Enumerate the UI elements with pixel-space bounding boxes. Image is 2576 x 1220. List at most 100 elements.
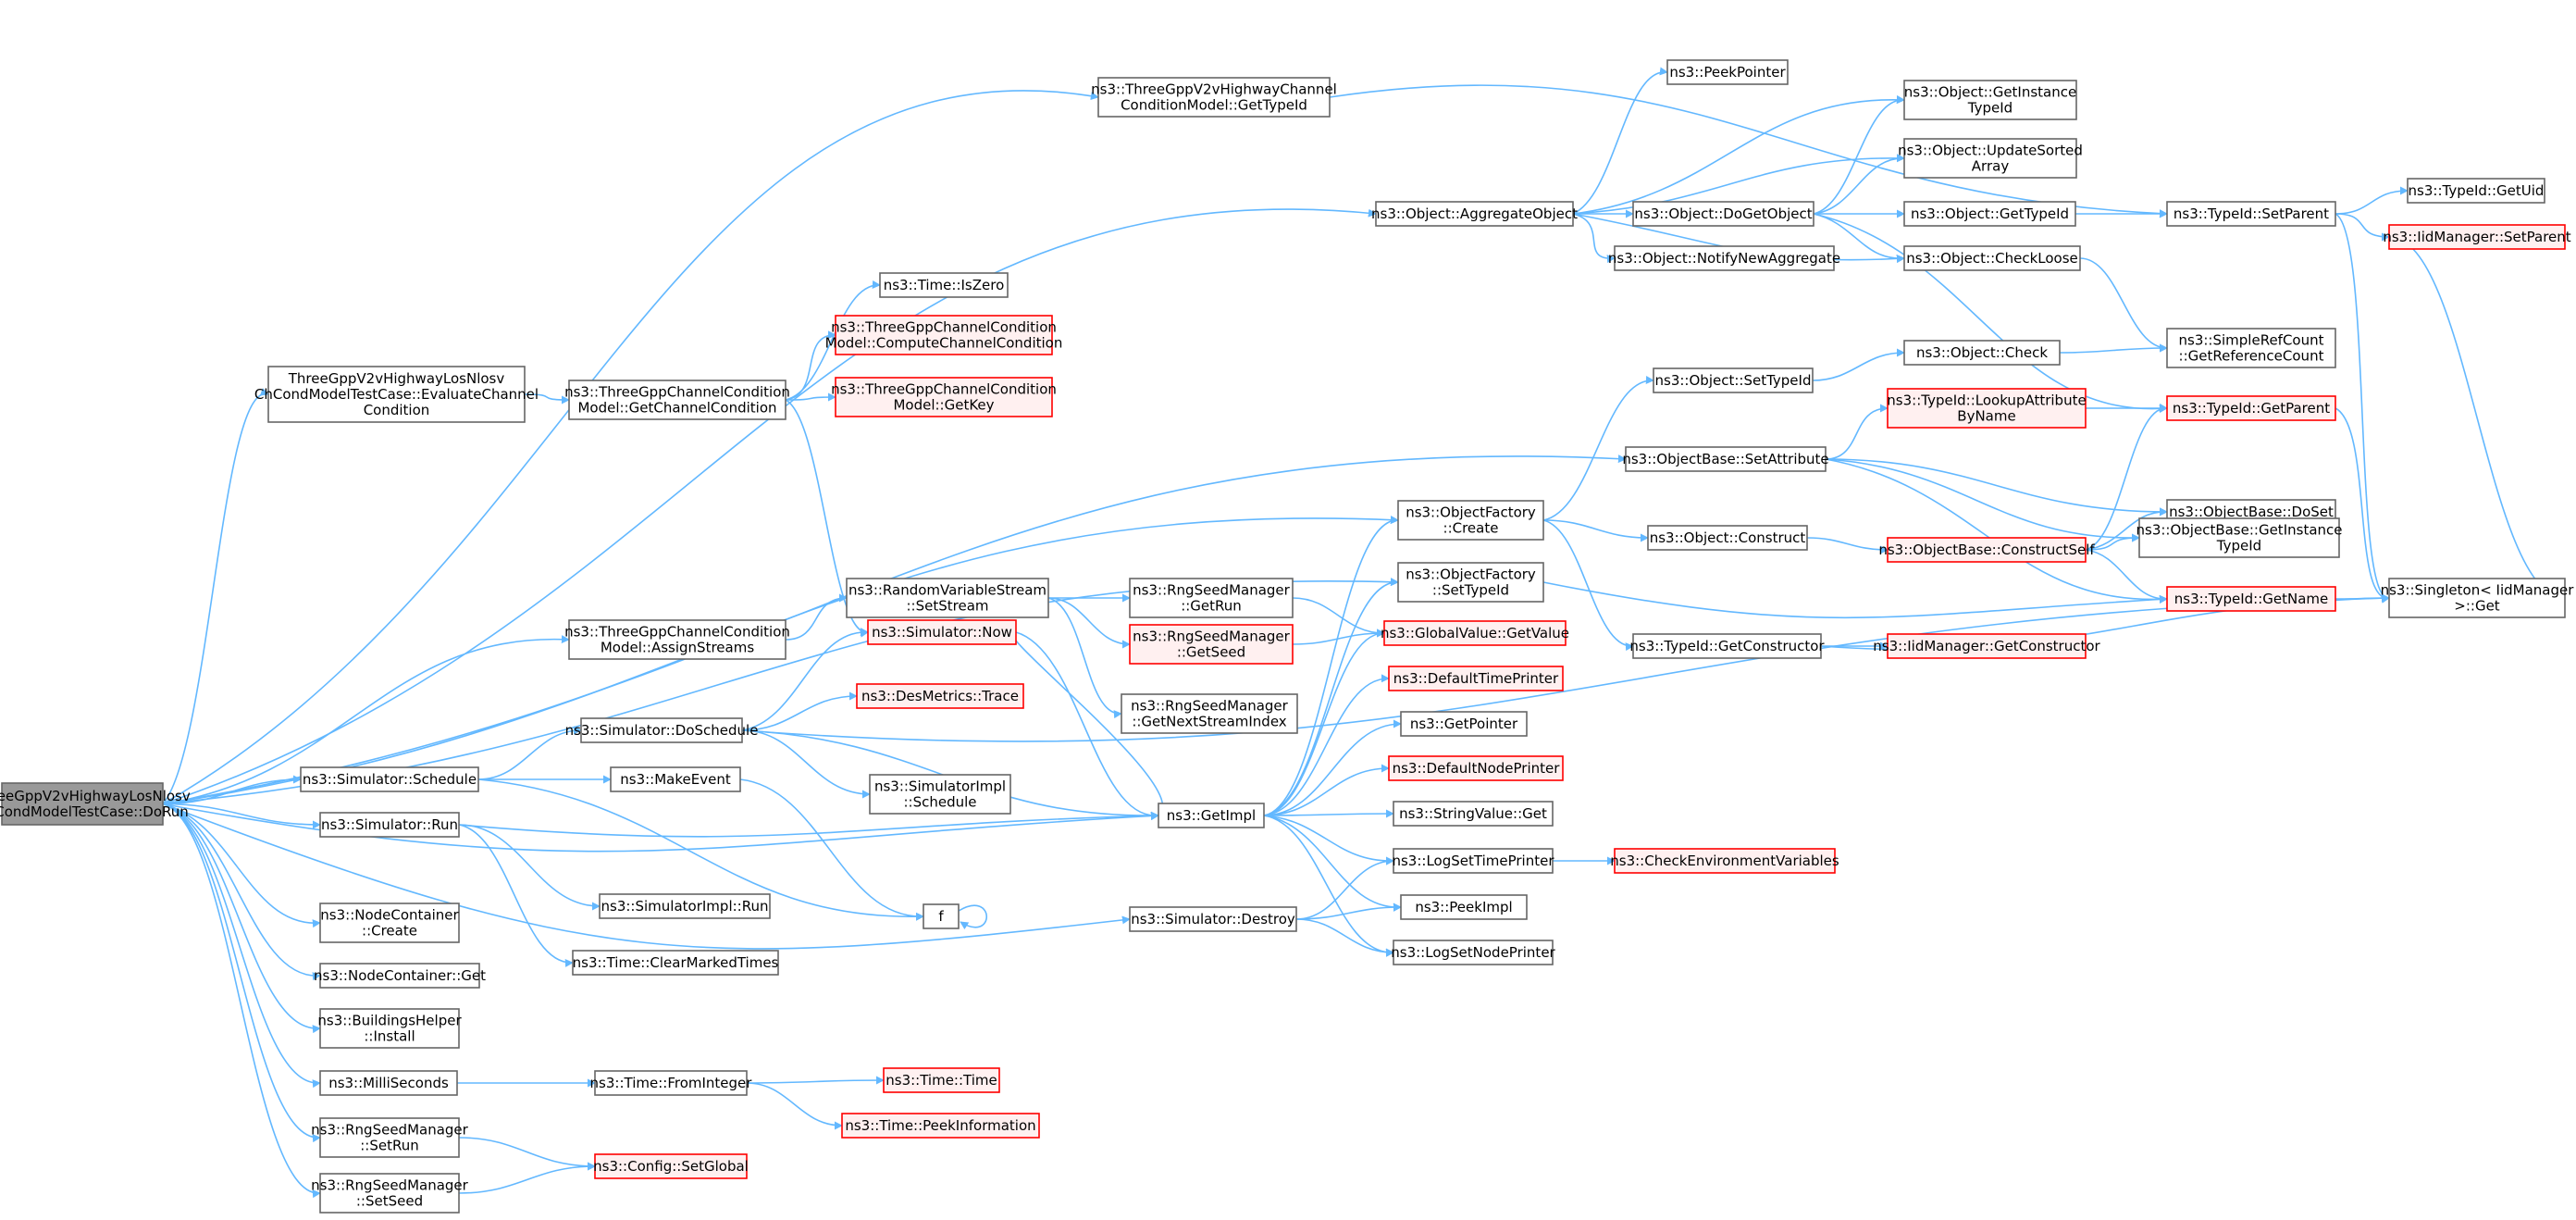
edge-getImpl-to-logSetNodePrinter [1263, 815, 1394, 957]
node-aggregateObject[interactable]: ns3::Object::AggregateObject [1371, 201, 1578, 227]
node-objGetTypeId[interactable]: ns3::Object::GetTypeId [1903, 201, 2076, 227]
node-label-line: ns3::ObjectBase::GetInstance [2136, 522, 2343, 539]
node-computeChannelCondition[interactable]: ns3::ThreeGppChannelConditionModel::Comp… [825, 315, 1063, 355]
node-peekImpl[interactable]: ns3::PeekImpl [1400, 894, 1528, 920]
node-implSchedule[interactable]: ns3::SimulatorImpl::Schedule [869, 774, 1011, 815]
node-box [879, 272, 1009, 298]
node-objSetTypeId[interactable]: ns3::Object::SetTypeId [1653, 367, 1814, 393]
node-makeEvent[interactable]: ns3::MakeEvent [610, 766, 741, 792]
node-doSchedule[interactable]: ns3::Simulator::DoSchedule [565, 717, 759, 743]
node-label-line: ns3::MilliSeconds [328, 1075, 449, 1091]
node-box [1903, 340, 2061, 366]
node-simDestroy[interactable]: ns3::Simulator::Destroy [1129, 906, 1297, 932]
node-label-line: ns3::GlobalValue::GetValue [1381, 625, 1569, 641]
node-peekPointer[interactable]: ns3::PeekPointer [1666, 59, 1789, 85]
node-getUid[interactable]: ns3::TypeId::GetUid [2407, 178, 2545, 204]
node-simNow[interactable]: ns3::Simulator::Now [867, 619, 1017, 645]
edge-rngSetRun-to-configSetGlobal [458, 1137, 596, 1171]
node-defaultNodePrinter[interactable]: ns3::DefaultNodePrinter [1388, 755, 1564, 781]
node-buildingsInstall[interactable]: ns3::BuildingsHelper::Install [317, 1008, 462, 1049]
node-f[interactable]: f [923, 903, 960, 929]
node-label-line: ns3::ThreeGppChannelCondition [564, 624, 790, 641]
node-simRun[interactable]: ns3::Simulator::Run [319, 812, 460, 838]
node-label-line: ChCondModelTestCase::EvaluateChannel [254, 386, 539, 403]
node-setStream[interactable]: ns3::RandomVariableStream::SetStream [846, 578, 1049, 618]
node-box [1158, 803, 1265, 828]
node-getPointer[interactable]: ns3::GetPointer [1400, 711, 1528, 737]
node-objConstruct[interactable]: ns3::Object::Construct [1647, 525, 1808, 551]
node-box [883, 1067, 1000, 1093]
node-stringValueGet[interactable]: ns3::StringValue::Get [1393, 801, 1554, 827]
node-doGetObject[interactable]: ns3::Object::DoGetObject [1632, 201, 1814, 227]
node-singletonGet[interactable]: ns3::Singleton< IidManager>::Get [2381, 578, 2575, 618]
node-setParent[interactable]: ns3::TypeId::SetParent [2166, 201, 2336, 227]
node-constructSelf[interactable]: ns3::ObjectBase::ConstructSelf [1878, 537, 2095, 563]
node-timeIsZero[interactable]: ns3::Time::IsZero [879, 272, 1009, 298]
node-factoryCreate[interactable]: ns3::ObjectFactory::Create [1397, 500, 1544, 541]
node-getTypeIdHw[interactable]: ns3::ThreeGppV2vHighwayChannelConditionM… [1091, 77, 1337, 118]
node-box [1666, 59, 1789, 85]
edge-doGetObject-to-checkLoose [1813, 213, 1905, 264]
node-schedule[interactable]: ns3::Simulator::Schedule [300, 766, 479, 792]
node-getKey[interactable]: ns3::ThreeGppChannelConditionModel::GetK… [831, 377, 1057, 417]
node-checkLoose[interactable]: ns3::Object::CheckLoose [1903, 245, 2081, 271]
node-label-line: ns3::DefaultNodePrinter [1393, 760, 1561, 777]
node-evaluateChannelCondition[interactable]: ThreeGppV2vHighwayLosNlosvChCondModelTes… [254, 366, 539, 423]
node-getRun[interactable]: ns3::RngSeedManager::GetRun [1129, 578, 1294, 618]
node-desMetricsTrace[interactable]: ns3::DesMetrics::Trace [856, 683, 1024, 709]
node-implRun[interactable]: ns3::SimulatorImpl::Run [599, 893, 771, 919]
node-label-line: ns3::ObjectFactory [1406, 504, 1536, 521]
node-logSetNodePrinter[interactable]: ns3::LogSetNodePrinter [1391, 940, 1556, 965]
node-peekInformation[interactable]: ns3::Time::PeekInformation [841, 1113, 1040, 1139]
node-configSetGlobal[interactable]: ns3::Config::SetGlobal [593, 1153, 749, 1179]
node-getSeed[interactable]: ns3::RngSeedManager::GetSeed [1129, 624, 1294, 665]
node-label-line: ns3::Time::IsZero [884, 277, 1005, 293]
edge-f-to-f [958, 904, 987, 930]
node-box [1614, 848, 1836, 874]
node-logSetTimePrinter[interactable]: ns3::LogSetTimePrinter [1392, 848, 1554, 874]
node-objCheck[interactable]: ns3::Object::Check [1903, 340, 2061, 366]
node-getName[interactable]: ns3::TypeId::GetName [2166, 586, 2336, 612]
node-iidSetParent[interactable]: ns3::IidManager::SetParent [2383, 224, 2571, 250]
edge-getChannelCondition-to-computeChannelCondition [785, 330, 836, 401]
node-nodeContainerGet[interactable]: ns3::NodeContainer::Get [314, 963, 486, 989]
node-assignStreams[interactable]: ns3::ThreeGppChannelConditionModel::Assi… [564, 619, 790, 660]
node-iidGetConstructor[interactable]: ns3::IidManager::GetConstructor [1873, 633, 2101, 659]
node-label-line: ::Create [1443, 520, 1499, 537]
node-getParent[interactable]: ns3::TypeId::GetParent [2166, 395, 2336, 421]
node-label-line: ns3::SimulatorImpl::Run [601, 898, 769, 915]
node-checkEnvVars[interactable]: ns3::CheckEnvironmentVariables [1610, 848, 1839, 874]
node-clearMarkedTimes[interactable]: ns3::Time::ClearMarkedTimes [572, 950, 779, 976]
node-rngSetSeed[interactable]: ns3::RngSeedManager::SetSeed [311, 1173, 469, 1214]
node-setAttribute[interactable]: ns3::ObjectBase::SetAttribute [1622, 446, 1829, 472]
edge-root-to-evaluateChannelCondition [162, 388, 269, 805]
node-getImpl[interactable]: ns3::GetImpl [1158, 803, 1265, 828]
node-timeTime[interactable]: ns3::Time::Time [883, 1067, 1000, 1093]
node-fromInteger[interactable]: ns3::Time::FromInteger [590, 1070, 753, 1096]
node-getNextStreamIndex[interactable]: ns3::RngSeedManager::GetNextStreamIndex [1121, 693, 1298, 734]
edge-doGetObject-to-updateSortedArray [1813, 154, 1905, 215]
node-notifyNewAggregate[interactable]: ns3::Object::NotifyNewAggregate [1608, 245, 1840, 271]
node-label-line: TypeId [1967, 100, 2012, 117]
node-factorySetTypeId[interactable]: ns3::ObjectFactory::SetTypeId [1397, 562, 1544, 603]
node-rngSetRun[interactable]: ns3::RngSeedManager::SetRun [311, 1117, 469, 1158]
node-globalGetValue[interactable]: ns3::GlobalValue::GetValue [1381, 620, 1569, 646]
node-milliSeconds[interactable]: ns3::MilliSeconds [319, 1070, 458, 1096]
node-box [1614, 245, 1835, 271]
node-defaultTimePrinter[interactable]: ns3::DefaultTimePrinter [1388, 666, 1564, 691]
edge-simRun-to-implRun [458, 824, 601, 911]
node-getReferenceCount[interactable]: ns3::SimpleRefCount::GetReferenceCount [2166, 328, 2336, 368]
edge-doSchedule-to-desMetricsTrace [741, 691, 858, 731]
node-getConstructor[interactable]: ns3::TypeId::GetConstructor [1629, 633, 1825, 659]
edge-constructSelf-to-getParent [2085, 403, 2168, 551]
edge-constructSelf-to-getName [2085, 549, 2168, 604]
node-nodeContainerCreate[interactable]: ns3::NodeContainer::Create [319, 903, 460, 943]
node-box [1400, 711, 1528, 737]
node-label-line: ::SetSeed [356, 1193, 423, 1210]
node-getChannelCondition[interactable]: ns3::ThreeGppChannelConditionModel::GetC… [564, 380, 790, 420]
node-box [1, 782, 164, 826]
